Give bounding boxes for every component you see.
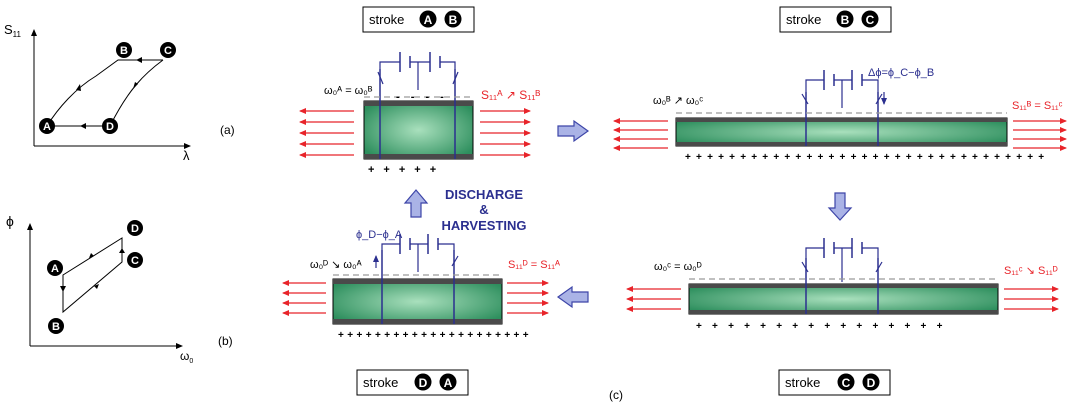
svg-text:A: A	[444, 376, 453, 390]
eq-bc-omega: ω₀ᴮ ↗ ω₀ᶜ	[653, 95, 703, 107]
stroke-box-bc: stroke B C	[779, 6, 892, 33]
panel-a-arrowhead	[80, 123, 86, 129]
force-arrows-cd-right	[1004, 286, 1059, 312]
eq-da-omega: ω₀ᴰ ↘ ω₀ᴬ	[310, 259, 362, 271]
point-c: C	[160, 42, 176, 58]
charge-plus-row: +++++++++++++++++++++	[338, 330, 532, 341]
charge-minus-row: - - - -	[396, 91, 448, 103]
panel-b-arrowhead	[94, 284, 99, 289]
panel-b-loop	[62, 237, 123, 314]
svg-text:HARVESTING: HARVESTING	[442, 218, 527, 233]
eq-da-s: S₁₁ᴰ = S₁₁ᴬ	[508, 259, 560, 271]
charge-plus-row: +++++++++++++++++++++++++++++++++	[685, 152, 1049, 163]
eq-cd-omega: ω₀ᶜ = ω₀ᴰ	[654, 261, 702, 273]
svg-text:C: C	[164, 45, 172, 57]
force-arrows-ab-left	[299, 108, 354, 158]
force-arrows-bc-left	[613, 118, 668, 151]
panel-c: stroke A B stroke B C stroke D A stroke …	[282, 6, 1067, 402]
svg-text:stroke: stroke	[363, 375, 398, 390]
svg-text:A: A	[424, 13, 433, 27]
svg-text:C: C	[131, 255, 139, 267]
force-arrows-bc-right	[1013, 118, 1067, 151]
cycle-arrow-right	[557, 119, 590, 143]
stroke-box-cd: stroke C D	[778, 369, 891, 396]
panel-b-label: (b)	[218, 334, 233, 348]
svg-text:B: B	[449, 13, 458, 27]
svg-text:stroke: stroke	[786, 12, 821, 27]
point-b: B	[48, 318, 64, 334]
panel-a-arrowhead	[76, 84, 81, 91]
point-a: A	[39, 118, 55, 134]
svg-text:D: D	[106, 121, 114, 133]
point-b: B	[116, 42, 132, 58]
point-c: C	[127, 252, 143, 268]
device-da: +++++++++++++++++++++	[332, 234, 532, 341]
eq-da-phi: ϕ_D−ϕ_A	[356, 229, 403, 241]
charge-plus-row: ++++++++++++++++	[696, 321, 953, 332]
panel-a: S11 λ (a) A B C D	[4, 22, 235, 163]
cycle-arrow-down	[827, 192, 853, 221]
panel-b-arrowhead	[119, 248, 125, 253]
panel-a-arrowhead	[133, 82, 138, 89]
force-arrows-ab-right	[480, 108, 531, 158]
point-d: D	[102, 118, 118, 134]
svg-text:A: A	[51, 263, 59, 275]
device-cd: ++++++++++++++++	[688, 238, 999, 332]
force-arrows-da-left	[282, 280, 326, 316]
svg-text:stroke: stroke	[785, 375, 820, 390]
panel-a-y-label: S11	[4, 22, 22, 39]
device-ab: +++++	[363, 52, 474, 176]
eq-bc-s: S₁₁ᴮ = S₁₁ᶜ	[1012, 100, 1063, 112]
panel-a-x-label: λ	[183, 148, 190, 163]
panel-b-arrowhead	[89, 253, 94, 258]
svg-text:DISCHARGE: DISCHARGE	[445, 187, 523, 202]
eq-cd-s: S₁₁ᶜ ↘ S₁₁ᴰ	[1004, 265, 1058, 277]
force-arrows-da-right	[507, 280, 549, 316]
panel-a-upper-curve	[46, 59, 163, 127]
panel-b-arrowhead	[60, 286, 66, 292]
svg-text:A: A	[43, 121, 51, 133]
panel-b-x-label: ω0	[180, 349, 193, 365]
svg-text:D: D	[131, 223, 139, 235]
discharge-harvesting-label: DISCHARGE & HARVESTING	[442, 187, 527, 233]
svg-text:B: B	[52, 321, 60, 333]
charge-plus-row: +++++	[368, 164, 445, 176]
svg-text:C: C	[866, 13, 875, 27]
svg-text:stroke: stroke	[369, 12, 404, 27]
device-bc: +++++++++++++++++++++++++++++++++	[675, 70, 1049, 163]
panel-a-arrowhead	[136, 57, 142, 63]
cycle-arrow-left	[556, 285, 589, 309]
panel-b: ϕ ω0 (b) A B C D	[6, 213, 233, 365]
panel-b-y-label: ϕ	[6, 213, 14, 229]
point-d: D	[127, 220, 143, 236]
point-a: A	[47, 260, 63, 276]
stroke-box-ab: stroke A B	[362, 6, 475, 33]
stroke-box-da: stroke D A	[356, 369, 469, 396]
panel-a-lower-curve	[109, 59, 164, 127]
svg-text:B: B	[120, 45, 128, 57]
force-arrows-cd-left	[626, 286, 681, 312]
svg-text:B: B	[841, 13, 850, 27]
svg-text:C: C	[842, 376, 851, 390]
cycle-arrow-up	[403, 189, 429, 218]
eq-ab-omega: ω₀ᴬ = ω₀ᴮ	[324, 85, 373, 97]
svg-text:D: D	[419, 376, 428, 390]
panel-a-label: (a)	[220, 123, 235, 137]
svg-text:D: D	[867, 376, 876, 390]
eq-ab-s: S₁₁ᴬ ↗ S₁₁ᴮ	[481, 88, 540, 102]
panel-c-label: (c)	[609, 388, 623, 402]
svg-text:&: &	[479, 202, 488, 217]
eq-bc-phi: Δϕ=ϕ_C−ϕ_B	[868, 67, 934, 79]
